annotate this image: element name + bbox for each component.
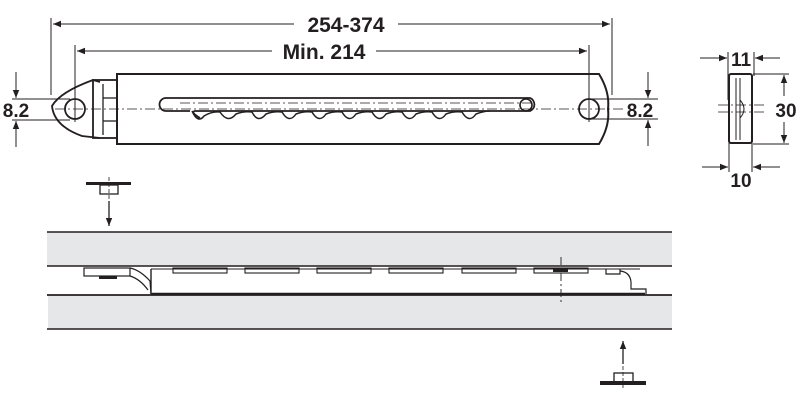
left-hole-dimension: 8.2 — [3, 72, 70, 147]
right-hole-label: 8.2 — [627, 101, 653, 122]
side-view: 11 30 10 — [700, 50, 797, 192]
top-width-dimension: 11 — [700, 50, 780, 100]
overall-length-dimension: 254-374 — [53, 14, 610, 37]
min-length-dimension: Min. 214 — [77, 41, 587, 64]
assembly-view — [47, 177, 672, 390]
top-width-label: 11 — [731, 50, 752, 71]
bottom-width-dimension: 10 — [702, 140, 780, 192]
height-dimension: 30 — [753, 73, 797, 145]
right-hole-dimension: 8.2 — [590, 72, 658, 146]
min-length-label: Min. 214 — [283, 41, 366, 64]
left-hole-label: 8.2 — [3, 101, 29, 122]
top-insert-piece — [86, 177, 131, 226]
ratchet-teeth — [191, 110, 491, 120]
bottom-width-label: 10 — [730, 171, 751, 192]
bottom-insert-piece — [600, 341, 646, 390]
overall-length-label: 254-374 — [307, 14, 384, 37]
top-view: 254-374 Min. 214 — [3, 14, 658, 147]
height-label: 30 — [775, 101, 796, 122]
